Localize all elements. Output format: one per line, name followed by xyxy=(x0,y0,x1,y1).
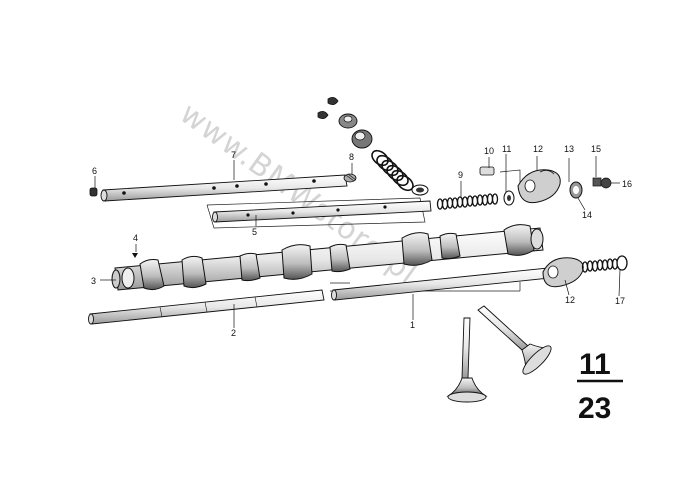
coil-spring-17 xyxy=(581,255,628,273)
exhaust-valve xyxy=(477,305,552,375)
callout-12-upper: 12 xyxy=(533,144,543,154)
callout-9: 9 xyxy=(458,170,463,180)
shaft-plug xyxy=(89,187,98,197)
callout-14: 14 xyxy=(582,210,592,220)
page-group-number: 11 xyxy=(579,348,611,381)
callout-11: 11 xyxy=(502,144,511,154)
rocker-bushing xyxy=(569,181,583,199)
callout-4: 4 xyxy=(133,233,138,243)
pin-4 xyxy=(132,253,138,258)
coil-spring-9 xyxy=(436,193,499,210)
callouts: 1 2 3 4 5 6 7 8 9 10 11 12 12 13 14 15 1… xyxy=(91,144,632,338)
rocker-shaft-middle xyxy=(212,200,432,223)
callout-6: 6 xyxy=(92,166,97,176)
camshaft xyxy=(111,224,544,291)
callout-8: 8 xyxy=(349,152,354,162)
page-reference: 11 23 xyxy=(577,348,623,425)
callout-3: 3 xyxy=(91,276,96,286)
valve-keepers xyxy=(317,97,339,119)
callout-16: 16 xyxy=(622,179,632,189)
callout-15: 15 xyxy=(591,144,601,154)
shaft-spring-clip xyxy=(343,173,357,183)
intake-valve xyxy=(446,317,488,403)
spring-washer xyxy=(411,184,429,196)
valve-spring-retainer xyxy=(338,113,358,129)
callout-2: 2 xyxy=(231,328,236,338)
adjusting-screw xyxy=(479,166,495,176)
callout-12-lower: 12 xyxy=(565,295,575,305)
page-number: 23 xyxy=(578,392,611,425)
callout-5: 5 xyxy=(252,227,257,237)
callout-7: 7 xyxy=(231,150,236,160)
locknut xyxy=(592,177,612,189)
rocker-arm-lower xyxy=(542,257,584,288)
rocker-shaft-lower-left xyxy=(88,289,325,325)
callout-13: 13 xyxy=(564,144,574,154)
rocker-arm-upper xyxy=(517,169,561,204)
callout-10: 10 xyxy=(484,146,494,156)
rocker-shaft-upper xyxy=(100,174,348,202)
callout-1: 1 xyxy=(410,320,415,330)
thrust-washer xyxy=(503,190,515,206)
rocker-shaft-lower-right xyxy=(331,267,551,301)
callout-17: 17 xyxy=(615,296,625,306)
valve-spring-seat xyxy=(351,129,373,149)
leader-lines xyxy=(94,154,621,328)
valve-spring-outer xyxy=(371,149,414,192)
